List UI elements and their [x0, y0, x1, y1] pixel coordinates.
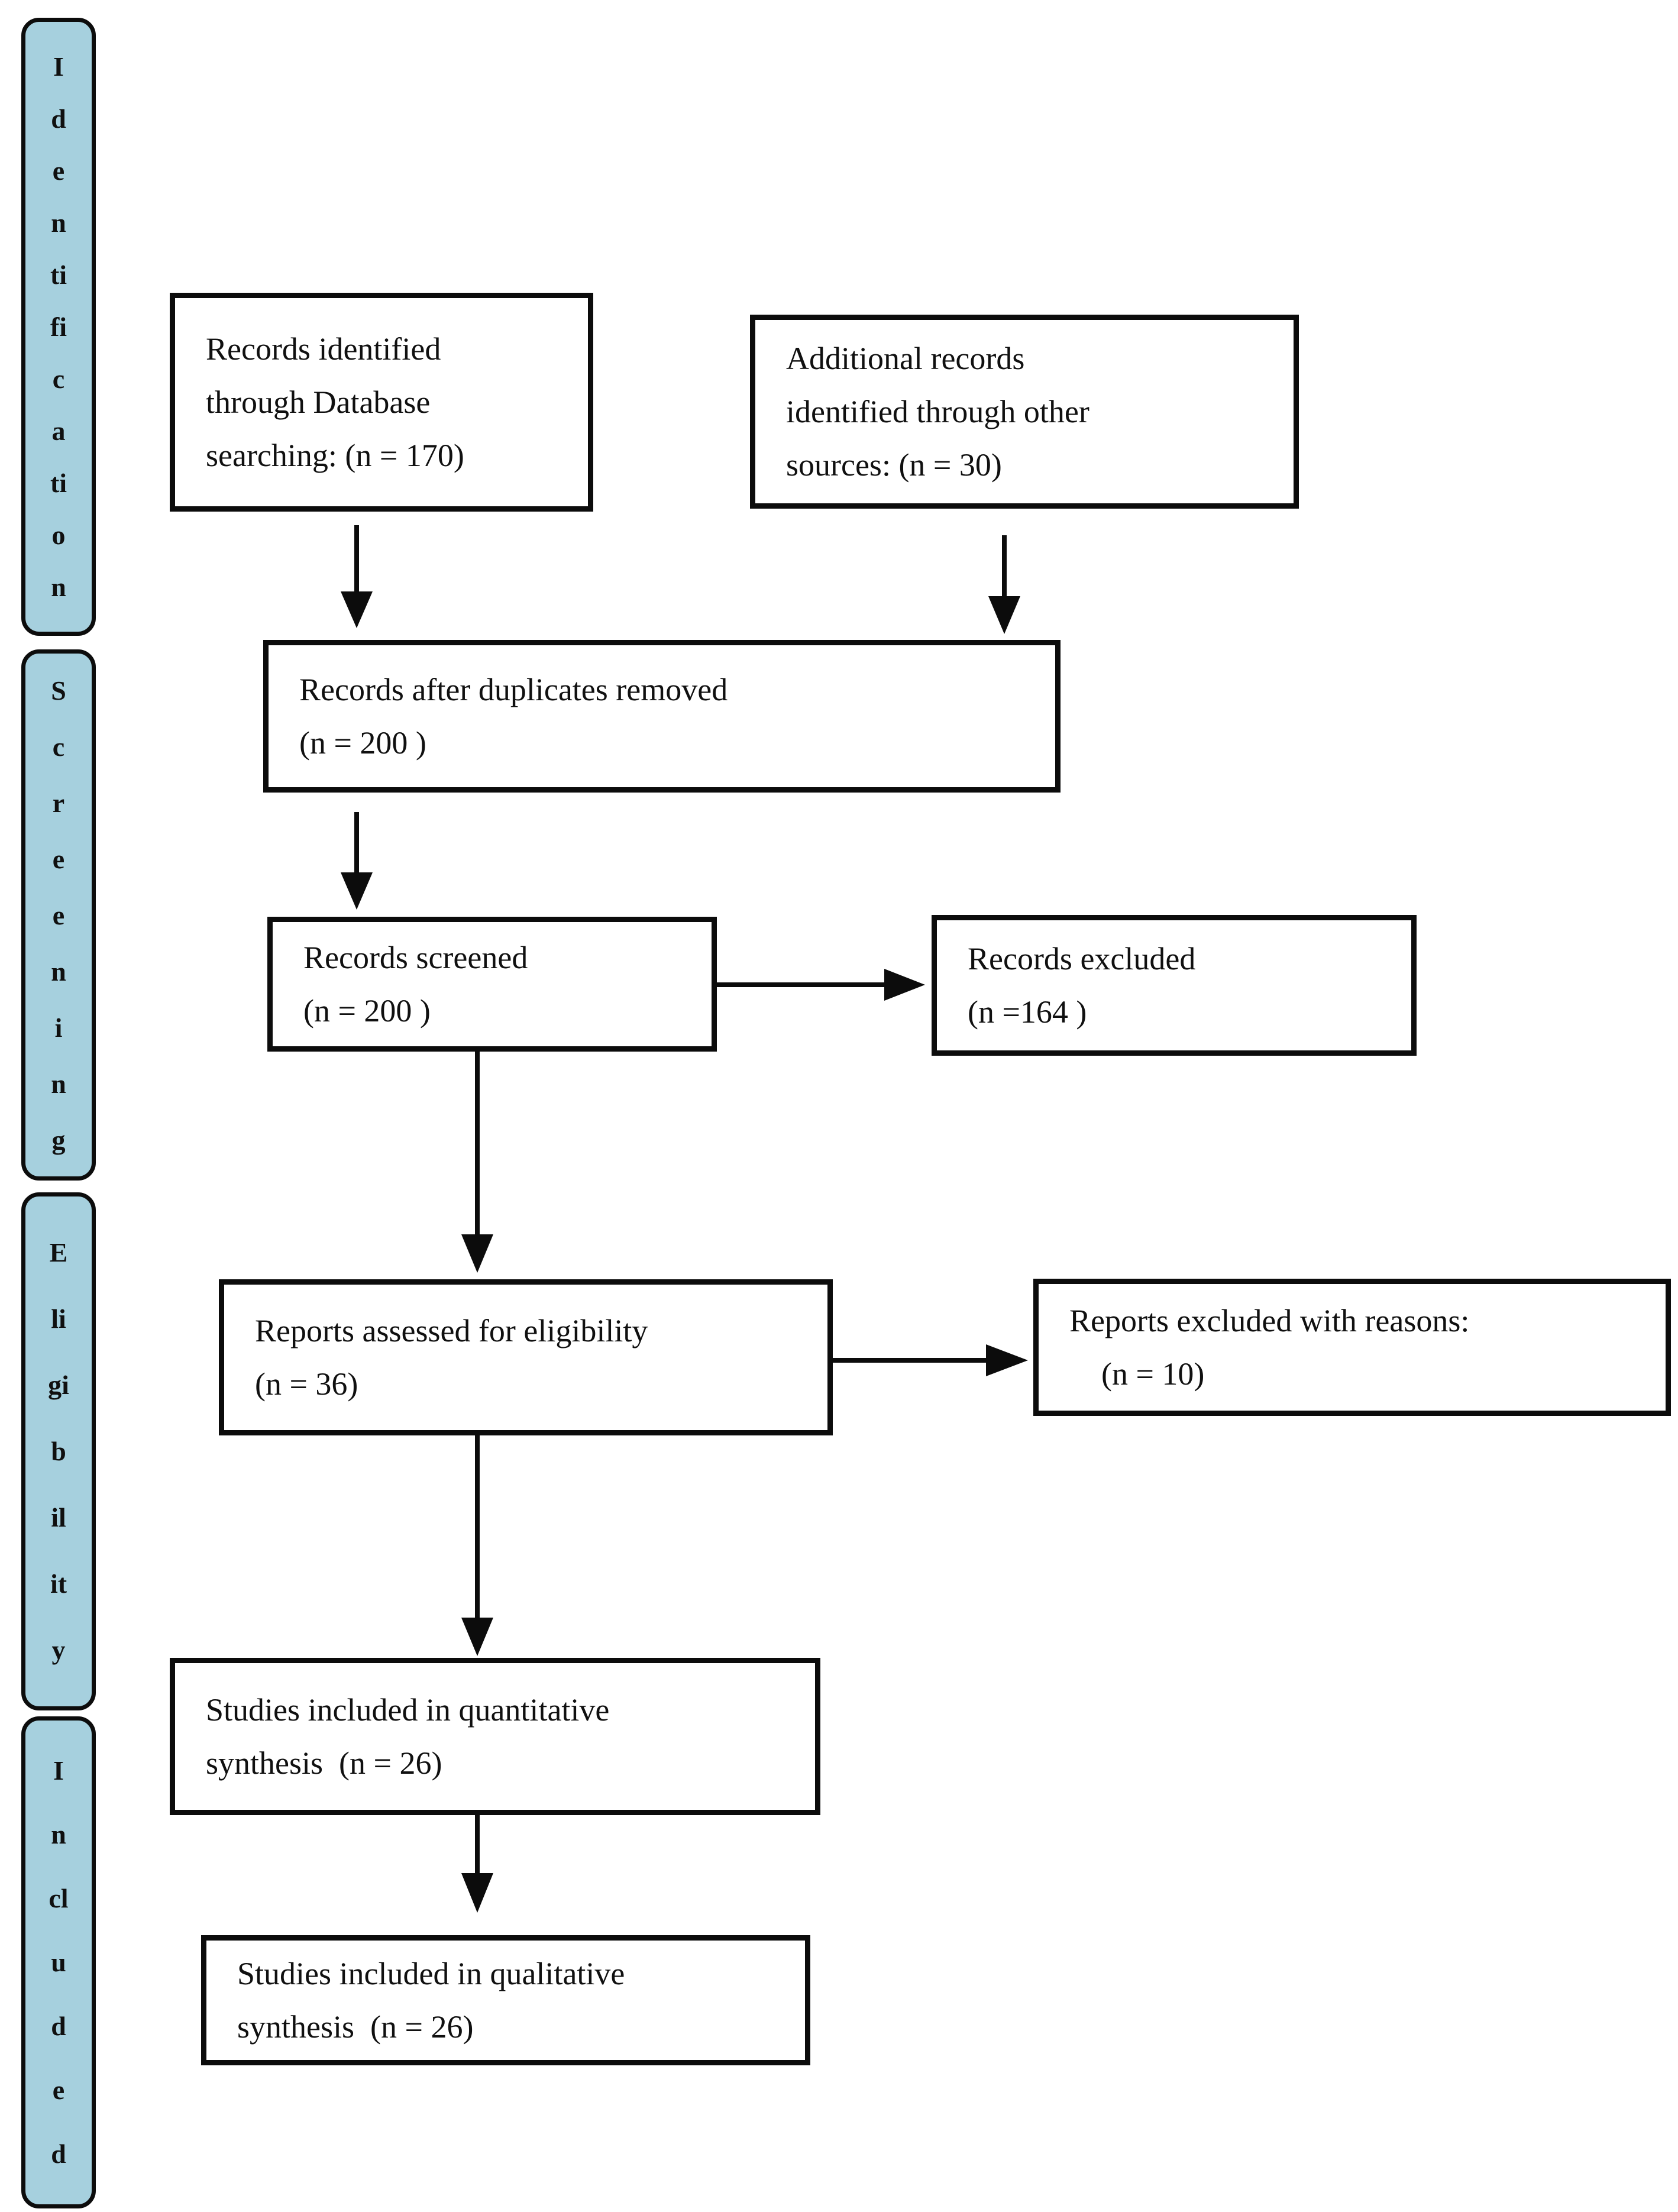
arrow-screened-to-assessed	[461, 1052, 493, 1273]
arrow-identified-to-duplicates	[341, 525, 373, 628]
arrow-assessed-to-reports-excluded	[833, 1344, 1028, 1376]
arrow-duplicates-to-screened	[341, 812, 373, 910]
flow-box-reports-excluded: Reports excluded with reasons: (n = 10)	[1033, 1279, 1671, 1416]
flow-box-qualitative-synthesis: Studies included in qualitative synthesi…	[201, 1935, 810, 2065]
flow-box-duplicates-removed: Records after duplicates removed (n = 20…	[263, 640, 1061, 793]
stage-label-eligibility: E li gi b il it y	[21, 1192, 96, 1710]
flow-box-additional-records: Additional records identified through ot…	[750, 315, 1299, 509]
arrow-screened-to-excluded	[717, 969, 925, 1001]
stage-label-included: I n cl u d e d	[21, 1716, 96, 2208]
stage-label-identification: I d e n ti fi c a ti o n	[21, 18, 96, 636]
arrow-quantitative-to-qualitative	[461, 1815, 493, 1913]
arrow-additional-to-duplicates	[988, 535, 1020, 634]
arrow-assessed-to-quantitative	[461, 1435, 493, 1656]
flow-box-quantitative-synthesis: Studies included in quantitative synthes…	[170, 1658, 820, 1815]
flow-box-records-screened: Records screened (n = 200 )	[267, 917, 717, 1052]
flow-box-records-identified: Records identified through Database sear…	[170, 293, 593, 512]
stage-label-screening: S c r e e n i n g	[21, 649, 96, 1181]
flow-box-reports-assessed: Reports assessed for eligibility (n = 36…	[219, 1279, 833, 1435]
flow-box-records-excluded: Records excluded (n =164 )	[932, 915, 1417, 1056]
